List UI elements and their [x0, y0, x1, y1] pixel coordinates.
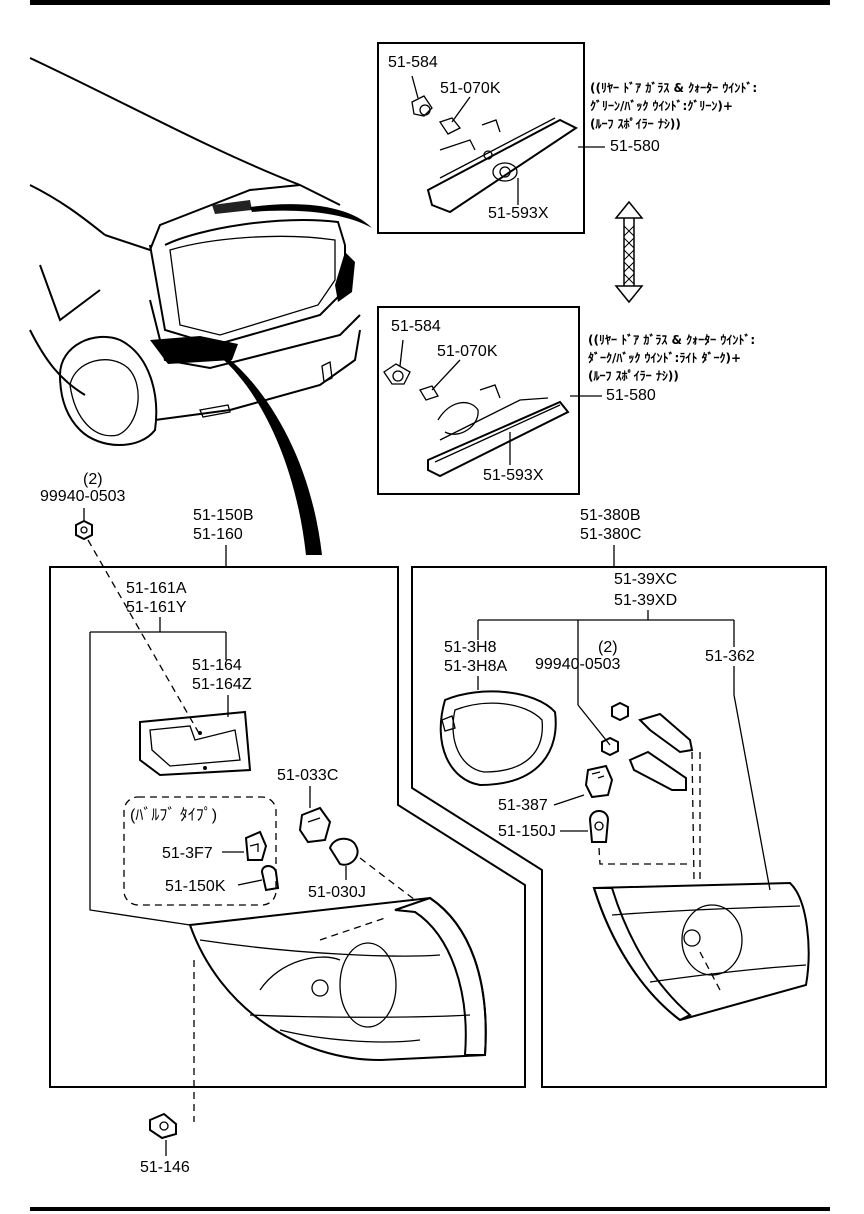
bulb-070k-top [438, 117, 462, 135]
socket-387-icon [584, 764, 614, 799]
label-51-164z: 51-164Z [192, 676, 252, 693]
label-51-584-top: 51-584 [388, 54, 438, 71]
label-51-39xd: 51-39XD [614, 592, 677, 609]
rear-lamp-dark [150, 336, 238, 364]
label-nut-part-right: 99940-0503 [535, 656, 621, 673]
callout-swoosh-lamp [218, 350, 322, 555]
bulb-070k-bottom [419, 385, 439, 401]
label-51-161y: 51-161Y [126, 599, 187, 616]
nut-right-2-icon [601, 736, 619, 757]
cover-3h8 [439, 690, 557, 787]
right-panel-frame [411, 566, 827, 1088]
label-51-593x-bottom: 51-593X [483, 467, 544, 484]
nut-icon [75, 519, 93, 541]
alternative-arrow [614, 200, 644, 304]
callout-swoosh-top [250, 204, 372, 228]
bracket-362 [628, 712, 701, 881]
gasket [139, 710, 252, 777]
label-51-362: 51-362 [705, 648, 755, 665]
label-51-380b: 51-380B [580, 507, 641, 524]
inset-top: 51-584 51-070K 51-593X [377, 42, 605, 234]
clip-146-icon [149, 1112, 177, 1140]
note-top-1: ((ﾘﾔｰ ﾄﾞｱ ｶﾞﾗｽ & ｸｫｰﾀｰ ｳｲﾝﾄﾞ: [590, 80, 757, 95]
label-51-580-top: 51-580 [610, 138, 660, 155]
right-lamp-assembly [592, 881, 810, 1022]
socket-3f7-icon [244, 830, 268, 861]
label-51-150b: 51-150B [193, 507, 254, 524]
lamp-body-top [426, 118, 578, 214]
note-top-2: ｸﾞﾘｰﾝ/ﾊﾞｯｸ ｳｲﾝﾄﾞ:ｸﾞﾘｰﾝ)+ [590, 98, 733, 113]
bulb-584-bottom [383, 363, 411, 385]
label-51-580-bottom: 51-580 [606, 387, 656, 404]
side-lamp-dark [335, 252, 355, 302]
left-panel-frame [49, 566, 526, 1088]
note-top-3: (ﾙｰﾌ ｽﾎﾟｲﾗｰ ﾅｼ)) [590, 116, 681, 131]
note-bottom-1: ((ﾘﾔｰ ﾄﾞｱ ｶﾞﾗｽ & ｸｫｰﾀｰ ｳｲﾝﾄﾞ: [588, 332, 755, 347]
label-51-070k-bottom: 51-070K [437, 343, 498, 360]
label-51-150k: 51-150K [165, 878, 226, 895]
label-51-3f7: 51-3F7 [162, 845, 213, 862]
note-bottom-3: (ﾙｰﾌ ｽﾎﾟｲﾗｰ ﾅｼ)) [588, 368, 679, 383]
label-51-593x-top: 51-593X [488, 205, 549, 222]
bulb-150j-icon [588, 810, 610, 843]
label-nut-part: 99940-0503 [40, 488, 126, 505]
label-nut-qty: (2) [83, 471, 103, 488]
label-51-160: 51-160 [193, 526, 243, 543]
label-51-161a: 51-161A [126, 580, 187, 597]
nut-right-1-icon [611, 701, 629, 722]
bulb-584-top [411, 95, 433, 117]
socket-033c-icon [298, 806, 332, 844]
top-rule [30, 0, 830, 5]
left-lamp-assembly [188, 896, 487, 1062]
label-bulb-type: (ﾊﾞﾙﾌﾞ ﾀｲﾌﾟ) [130, 806, 217, 824]
car-illustration [29, 57, 361, 446]
label-51-164: 51-164 [192, 657, 242, 674]
bulb-type-group [123, 796, 277, 906]
note-bottom-2: ﾀﾞｰｸ/ﾊﾞｯｸ ｳｲﾝﾄﾞ:ﾗｲﾄ ﾀﾞｰｸ)+ [588, 350, 741, 365]
bulb-030j-icon [328, 837, 359, 866]
high-stop-lamp [212, 200, 252, 214]
lamp-body-bottom [427, 400, 570, 478]
label-51-380c: 51-380C [580, 526, 641, 543]
label-51-3h8a: 51-3H8A [444, 658, 507, 675]
label-51-146: 51-146 [140, 1159, 190, 1176]
bulb-150k-icon [260, 865, 280, 892]
label-51-387: 51-387 [498, 797, 548, 814]
label-51-030j: 51-030J [308, 884, 366, 901]
label-51-033c: 51-033C [277, 767, 338, 784]
label-51-39xc: 51-39XC [614, 571, 677, 588]
label-51-3h8: 51-3H8 [444, 639, 497, 656]
bottom-rule [30, 1207, 830, 1211]
inset-bottom: 51-584 51-070K 51-593X [377, 306, 602, 495]
label-51-150j: 51-150J [498, 823, 556, 840]
label-51-584-bottom: 51-584 [391, 318, 441, 335]
label-51-070k-top: 51-070K [440, 80, 501, 97]
label-nut-qty-right: (2) [598, 639, 618, 656]
